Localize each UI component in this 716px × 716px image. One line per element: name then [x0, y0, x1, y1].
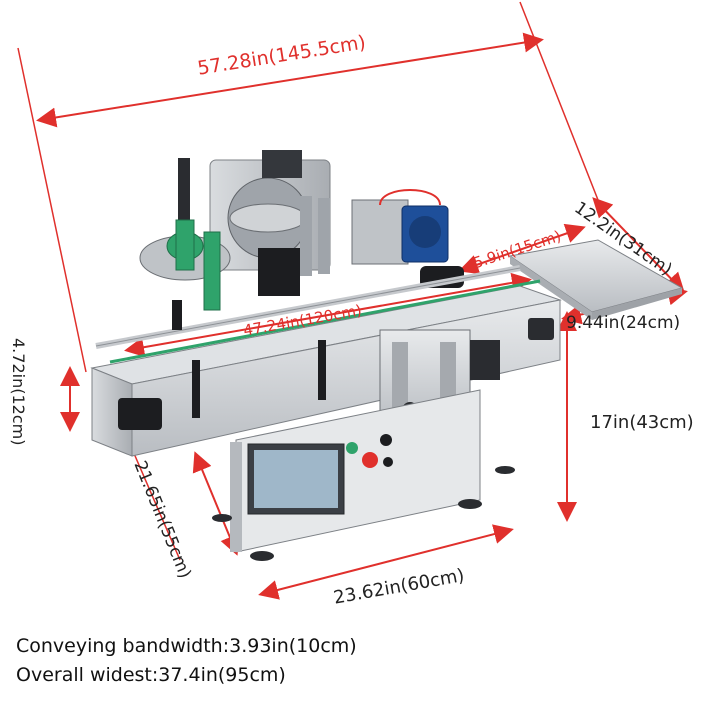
spec-overall-widest: Overall widest:37.4in(95cm): [16, 664, 286, 686]
feeder-tray: [508, 239, 684, 320]
control-cabinet: [230, 389, 481, 553]
dimension-machine-height: 17in(43cm): [590, 412, 694, 433]
label-tower: [139, 150, 331, 311]
feet: [212, 466, 515, 561]
spec-conveying-bandwidth: Conveying bandwidth:3.93in(10cm): [16, 635, 357, 657]
dimension-rail-height: 4.72in(12cm): [9, 338, 28, 446]
motor-unit: [258, 189, 464, 296]
dimension-feeder-width: 9.44in(24cm): [566, 313, 681, 333]
